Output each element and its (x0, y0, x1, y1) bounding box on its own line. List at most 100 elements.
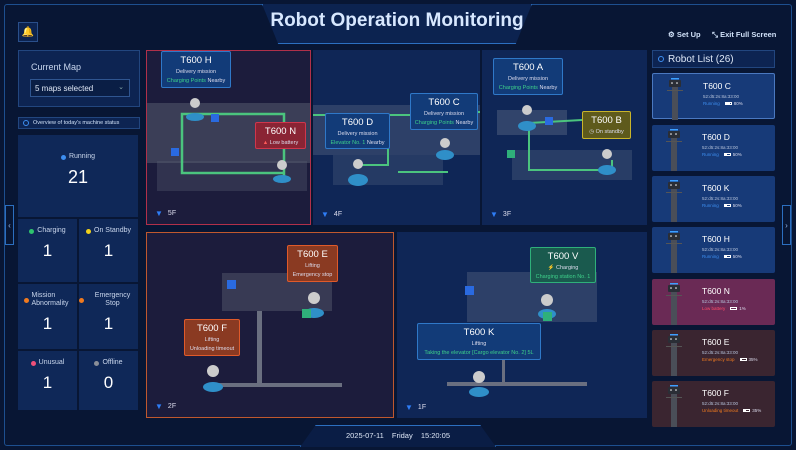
map-select[interactable]: 5 maps selected⌄ (30, 79, 130, 97)
robot-name: T600 H (702, 234, 730, 244)
status-dot-icon (86, 228, 92, 234)
stat-label-text: On Standby (94, 227, 131, 234)
stat-value: 1 (103, 241, 114, 260)
clock-icon: ◷ (589, 129, 595, 135)
stat-label: Charging (18, 227, 77, 235)
floor-text: 1F (417, 404, 427, 411)
robot-name: T600 F (702, 388, 729, 398)
robot-status: Running (703, 101, 720, 106)
stat-on-standby[interactable]: On Standby 1 (79, 219, 138, 282)
robot-battery: 50% (732, 254, 742, 259)
tag-status: Unloading timeout (189, 346, 235, 352)
robot-status: Running (702, 254, 719, 259)
robot-image (666, 334, 682, 376)
floor-text: 2F (167, 403, 177, 410)
tag-status-suffix: Nearby (539, 85, 558, 91)
tag-mission: On standby (595, 129, 624, 135)
robot-tag-t600-n[interactable]: T600 N▲ Low battery (255, 122, 306, 149)
robot-image (666, 231, 682, 273)
battery-icon (730, 306, 738, 311)
gear-icon: ⚙ (668, 30, 675, 39)
tag-mission: Delivery mission (507, 76, 549, 82)
map-select-value: 5 maps selected (35, 84, 94, 93)
stat-label-text: Charging (37, 227, 66, 234)
robot-status: Low battery (702, 306, 726, 311)
stat-label: On Standby (79, 227, 138, 235)
current-map-label: Current Map (31, 62, 82, 72)
date: 2025-07-11 (345, 431, 384, 440)
robot-mac: 52:d5:2s:8a:33:00 (702, 247, 739, 252)
robot-status: Running (702, 203, 719, 208)
overview-label: Overview of today's machine status (33, 120, 120, 126)
robot-name: T600 D (702, 132, 730, 142)
robot-tag-t600-b[interactable]: T600 B◷ On standby (582, 111, 631, 139)
stat-charging[interactable]: Charging 1 (18, 219, 77, 282)
stat-value: 1 (103, 314, 114, 333)
tag-name: T600 K (463, 327, 495, 338)
robot-battery: 50% (732, 152, 742, 157)
page-title: Robot Operation Monitoring (270, 10, 524, 31)
battery-icon (724, 101, 732, 106)
stat-value: 21 (67, 167, 89, 187)
battery-icon (739, 357, 747, 362)
tag-status-suffix: Nearby (366, 140, 385, 146)
robot-name: T600 K (702, 183, 730, 193)
bell-icon[interactable]: 🔔 (18, 22, 38, 42)
tag-mission: Delivery mission (423, 111, 465, 117)
floor-label: ▼ 1F (405, 403, 426, 412)
battery-icon (723, 152, 731, 157)
status-dot-icon (29, 228, 35, 234)
setup-button[interactable]: ⚙ Set Up (668, 30, 701, 39)
robot-name: T600 N (702, 286, 730, 296)
map-drawing-3f (497, 105, 632, 180)
status-dot-icon (60, 154, 66, 160)
tag-mission: Low battery (269, 140, 299, 146)
ring-icon (658, 56, 664, 62)
status-dot-icon (30, 360, 36, 366)
tag-status: Charging Points (166, 78, 206, 84)
ring-icon (23, 120, 29, 126)
exit-fullscreen-button[interactable]: ⤡ Exit Full Screen (712, 30, 776, 40)
stat-label-text: Running (68, 153, 96, 160)
collapse-left-button[interactable]: ‹ (5, 205, 14, 245)
floor-icon: ▼ (405, 403, 413, 412)
robot-card[interactable]: T600 F 52:d5:2s:8a:33:00 Unloading timeo… (652, 381, 775, 427)
stat-running[interactable]: Running 21 (18, 135, 138, 217)
robot-image (667, 78, 683, 120)
robot-card[interactable]: T600 H 52:d5:2s:8a:33:00 Running 50% (652, 227, 775, 273)
collapse-right-button[interactable]: › (782, 205, 791, 245)
tag-status-suffix: Nearby (207, 78, 226, 84)
robot-battery: 35% (752, 408, 762, 413)
stat-label-text: Mission Abnormality (31, 292, 69, 307)
tag-status: Taking the elevator [Cargo elevator No. … (424, 350, 534, 356)
robot-name: T600 C (703, 81, 731, 91)
warning-icon: ▲ (262, 140, 269, 146)
stat-value: 1 (42, 241, 53, 260)
robot-mac: 52:d5:2s:8a:33:00 (702, 350, 739, 355)
status-dot-icon (79, 297, 84, 303)
battery-icon (743, 408, 751, 413)
exit-label: Exit Full Screen (720, 30, 777, 39)
